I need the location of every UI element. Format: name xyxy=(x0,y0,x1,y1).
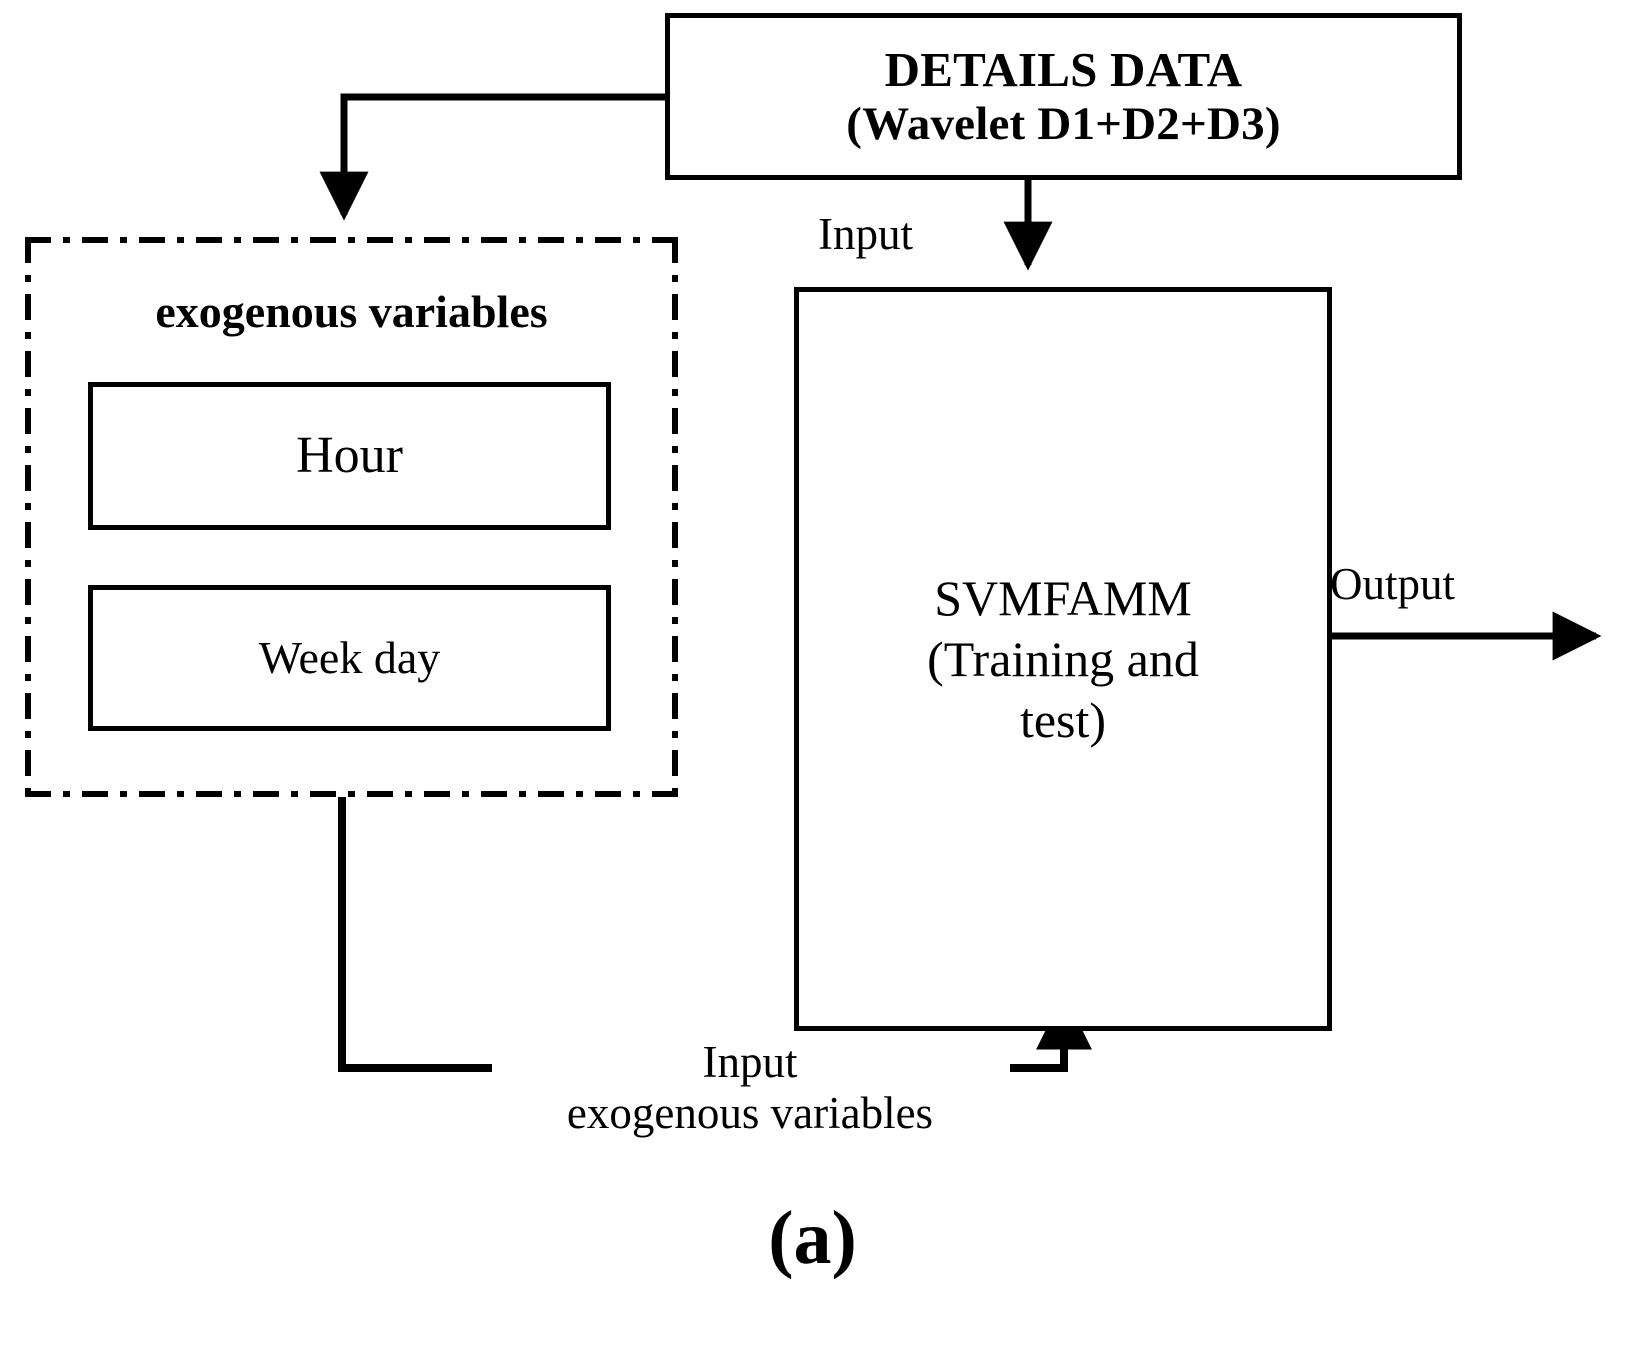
exogenous-item-week-day-label: Week day xyxy=(258,632,441,684)
exogenous-variables-title: exogenous variables xyxy=(155,286,548,337)
edge-details-to-exogenous xyxy=(319,93,665,221)
details-data-line2: (Wavelet D1+D2+D3) xyxy=(846,97,1281,150)
edge-label-output: Output xyxy=(1330,559,1456,609)
svmfamm-line2: (Training and xyxy=(927,630,1199,687)
group-border-left xyxy=(25,237,31,797)
edge-label-input-exogenous-line1: Input xyxy=(702,1037,798,1087)
svmfamm-model-node: SVMFAMM (Training and test) xyxy=(794,287,1332,1031)
edge-label-input-exogenous-variables: Input exogenous variables xyxy=(495,1037,1005,1140)
details-data-node: DETAILS DATA (Wavelet D1+D2+D3) xyxy=(665,13,1462,180)
svmfamm-line1: SVMFAMM xyxy=(934,569,1192,626)
figure-caption: (a) xyxy=(768,1196,857,1280)
details-data-line1: DETAILS DATA xyxy=(884,41,1243,97)
exogenous-item-hour-label: Hour xyxy=(296,426,403,484)
group-border-right xyxy=(672,237,678,797)
exogenous-item-hour: Hour xyxy=(88,382,611,530)
exogenous-variables-group: exogenous variables xyxy=(25,237,678,797)
group-border-bottom xyxy=(25,791,678,797)
edge-exogenous-to-model-left xyxy=(338,797,492,1072)
exogenous-item-week-day: Week day xyxy=(88,585,611,731)
svmfamm-line3: test) xyxy=(1019,691,1107,748)
edge-label-input-exogenous-line2: exogenous variables xyxy=(566,1088,934,1139)
edge-label-input-top: Input xyxy=(818,209,913,259)
group-border-top xyxy=(25,237,678,243)
